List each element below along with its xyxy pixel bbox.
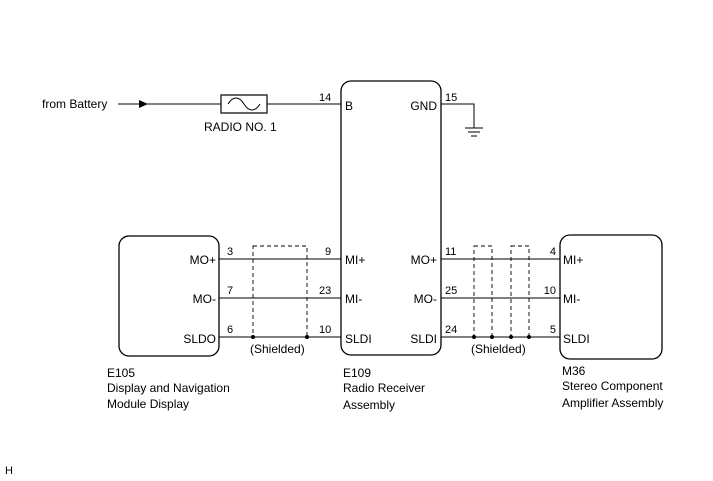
pin-11: 11 — [445, 246, 456, 258]
shield-right-dot-3 — [509, 335, 513, 339]
pin-label-gnd: GND — [410, 99, 437, 113]
pin-label-radio-sldi-left: SLDI — [345, 332, 372, 346]
pin-label-display-mo-plus: MO+ — [190, 253, 216, 267]
corner-mark: H — [5, 465, 13, 477]
shield-right-2 — [510, 245, 530, 338]
pin-label-radio-mi-minus: MI- — [345, 292, 362, 306]
pin-label-radio-mi-plus: MI+ — [345, 253, 365, 267]
shielded-right-label: (Shielded) — [471, 342, 526, 356]
pin-label-display-mo-minus: MO- — [193, 292, 216, 306]
pin-23: 23 — [319, 285, 331, 297]
shield-right-dot-1 — [472, 335, 476, 339]
shield-left — [252, 245, 308, 338]
amplifier-name-line1: Stereo Component — [562, 379, 663, 393]
pin-label-b: B — [345, 99, 353, 113]
amplifier-name-line2: Amplifier Assembly — [562, 396, 663, 410]
shield-right-1 — [473, 245, 493, 338]
pin-4: 4 — [550, 246, 556, 258]
pin-10-amp: 10 — [544, 285, 556, 297]
pin-5: 5 — [550, 324, 556, 336]
pin-24: 24 — [445, 324, 457, 336]
ground-wire — [441, 103, 475, 128]
display-name-line1: Display and Navigation — [107, 381, 230, 395]
shield-right-dot-2 — [490, 335, 494, 339]
pin-label-amp-sldi: SLDI — [563, 332, 590, 346]
pin-label-display-sldo: SLDO — [183, 332, 216, 346]
amplifier-box — [559, 234, 663, 360]
pin-label-radio-mo-minus: MO- — [414, 292, 437, 306]
pin-3: 3 — [227, 246, 233, 258]
pin-label-radio-sldi-right: SLDI — [410, 332, 437, 346]
radio-name-line1: Radio Receiver — [343, 381, 425, 395]
fuse-icon — [227, 97, 261, 111]
pin-7: 7 — [227, 285, 233, 297]
shield-right-dot-4 — [527, 335, 531, 339]
amplifier-code: M36 — [562, 364, 586, 378]
pin-25: 25 — [445, 285, 457, 297]
radio-name-line2: Assembly — [343, 398, 395, 412]
display-module-box — [118, 235, 220, 357]
radio-receiver-box — [340, 80, 442, 356]
fuse-label: RADIO NO. 1 — [204, 120, 277, 134]
pin-10: 10 — [319, 324, 331, 336]
pin-label-amp-mi-plus: MI+ — [563, 253, 583, 267]
pin-label-radio-mo-plus: MO+ — [411, 253, 437, 267]
battery-arrow-icon — [139, 100, 148, 108]
pin-9: 9 — [325, 246, 331, 258]
shield-left-dot-1 — [251, 335, 255, 339]
pin-6: 6 — [227, 324, 233, 336]
pin-label-amp-mi-minus: MI- — [563, 292, 580, 306]
shielded-left-label: (Shielded) — [250, 342, 305, 356]
battery-label: from Battery — [42, 97, 107, 111]
display-code: E105 — [107, 366, 135, 380]
radio-code: E109 — [343, 366, 371, 380]
display-name-line2: Module Display — [107, 397, 189, 411]
shield-left-dot-2 — [305, 335, 309, 339]
pin-15: 15 — [445, 92, 457, 104]
pin-14: 14 — [319, 92, 331, 104]
